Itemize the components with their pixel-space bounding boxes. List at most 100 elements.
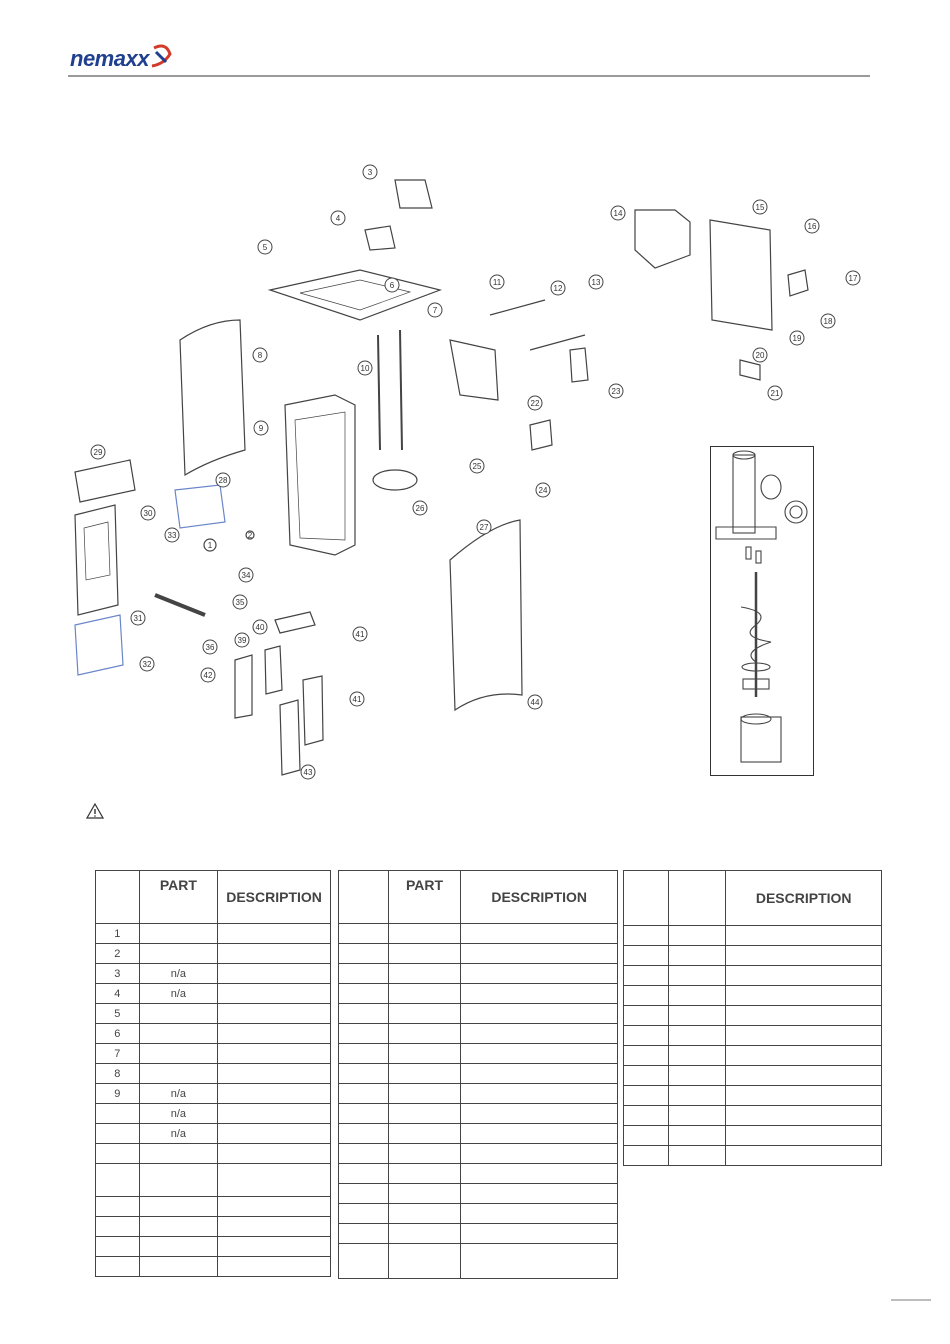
callout-label: 32: [143, 660, 152, 669]
part-number: [387, 923, 462, 944]
auger-detail-inset: [710, 446, 814, 776]
table-row: [338, 1143, 618, 1164]
description: [725, 925, 882, 946]
row-number: [623, 1085, 669, 1106]
table-row: [623, 1005, 882, 1026]
callout-label: 10: [361, 364, 370, 373]
description: [460, 1223, 618, 1244]
row-number: [95, 1236, 140, 1257]
description: [460, 1123, 618, 1144]
callout-label: 9: [259, 424, 264, 433]
row-number: [623, 1145, 669, 1166]
description: [217, 1236, 331, 1257]
part-number: [387, 1043, 462, 1064]
part-number: [138, 923, 219, 944]
table-row: [338, 1063, 618, 1084]
callout-label: 24: [539, 486, 548, 495]
part-number: [387, 1143, 462, 1164]
part-number: [387, 1243, 462, 1279]
description: [217, 1003, 331, 1024]
table-row: [338, 1103, 618, 1124]
callout-label: 34: [242, 571, 251, 580]
row-number: 3: [95, 963, 140, 984]
table-row: [623, 1125, 882, 1146]
part-number: [138, 1043, 219, 1064]
description: [217, 1023, 331, 1044]
table-row: [623, 965, 882, 986]
row-number: 5: [95, 1003, 140, 1024]
callout-label: 40: [256, 623, 265, 632]
row-number: [338, 1183, 389, 1204]
table-row: n/a: [95, 1123, 331, 1144]
table-row: [623, 1065, 882, 1086]
part-number: [138, 1256, 219, 1277]
description: [460, 923, 618, 944]
row-number: [338, 1003, 389, 1024]
part-number: [667, 985, 727, 1006]
callout-label: 25: [473, 462, 482, 471]
part-number: [387, 983, 462, 1004]
description: [725, 985, 882, 1006]
table-row: [338, 1183, 618, 1204]
row-number: [338, 1023, 389, 1044]
description: [725, 1025, 882, 1046]
parts-table-3: DESCRIPTION: [623, 870, 882, 1166]
description: [217, 923, 331, 944]
row-number: [338, 1043, 389, 1064]
callout-label: 2: [248, 531, 253, 540]
part-number: [667, 1105, 727, 1126]
part-number: n/a: [138, 1083, 219, 1104]
row-number: [95, 1123, 140, 1144]
callout-label: 7: [433, 306, 438, 315]
table-row: [338, 1123, 618, 1144]
row-number: [623, 1025, 669, 1046]
callout-label: 13: [592, 278, 601, 287]
description: [725, 1005, 882, 1026]
header-rule: [68, 75, 870, 77]
description: [217, 1063, 331, 1084]
part-number: n/a: [138, 1123, 219, 1144]
table-row: [338, 1003, 618, 1024]
row-number: [338, 983, 389, 1004]
part-number: [138, 1196, 219, 1217]
callout-label: 3: [368, 168, 373, 177]
row-number: 2: [95, 943, 140, 964]
row-number: [95, 1163, 140, 1197]
description: [725, 1085, 882, 1106]
table-row: [338, 1223, 618, 1244]
description: [460, 1183, 618, 1204]
table-row: [338, 1203, 618, 1224]
description: [217, 1143, 331, 1164]
part-number: [138, 1063, 219, 1084]
row-number: [338, 1163, 389, 1184]
part-number: [387, 1183, 462, 1204]
table-row: [623, 1085, 882, 1106]
table-row: [338, 1083, 618, 1104]
table-row: [338, 1023, 618, 1044]
row-number: [95, 1216, 140, 1237]
row-number: [623, 985, 669, 1006]
table-row: [95, 1256, 331, 1277]
callout-label: 41: [356, 630, 365, 639]
part-number: [667, 1025, 727, 1046]
row-number: 1: [95, 923, 140, 944]
row-number: [623, 1065, 669, 1086]
row-number: [338, 943, 389, 964]
part-number: [138, 1236, 219, 1257]
table-row: [338, 943, 618, 964]
row-number: [95, 1196, 140, 1217]
part-number: [387, 1063, 462, 1084]
row-number: [623, 1005, 669, 1026]
table-row: 5: [95, 1003, 331, 1024]
part-number: [387, 1123, 462, 1144]
callout-label: 14: [614, 209, 623, 218]
description: [460, 1063, 618, 1084]
row-number: 9: [95, 1083, 140, 1104]
callout-label: 23: [612, 387, 621, 396]
callout-label: 43: [304, 768, 313, 777]
parts-table-2: PART DESCRIPTION: [338, 870, 618, 1279]
callout-label: 17: [849, 274, 858, 283]
description: [460, 983, 618, 1004]
